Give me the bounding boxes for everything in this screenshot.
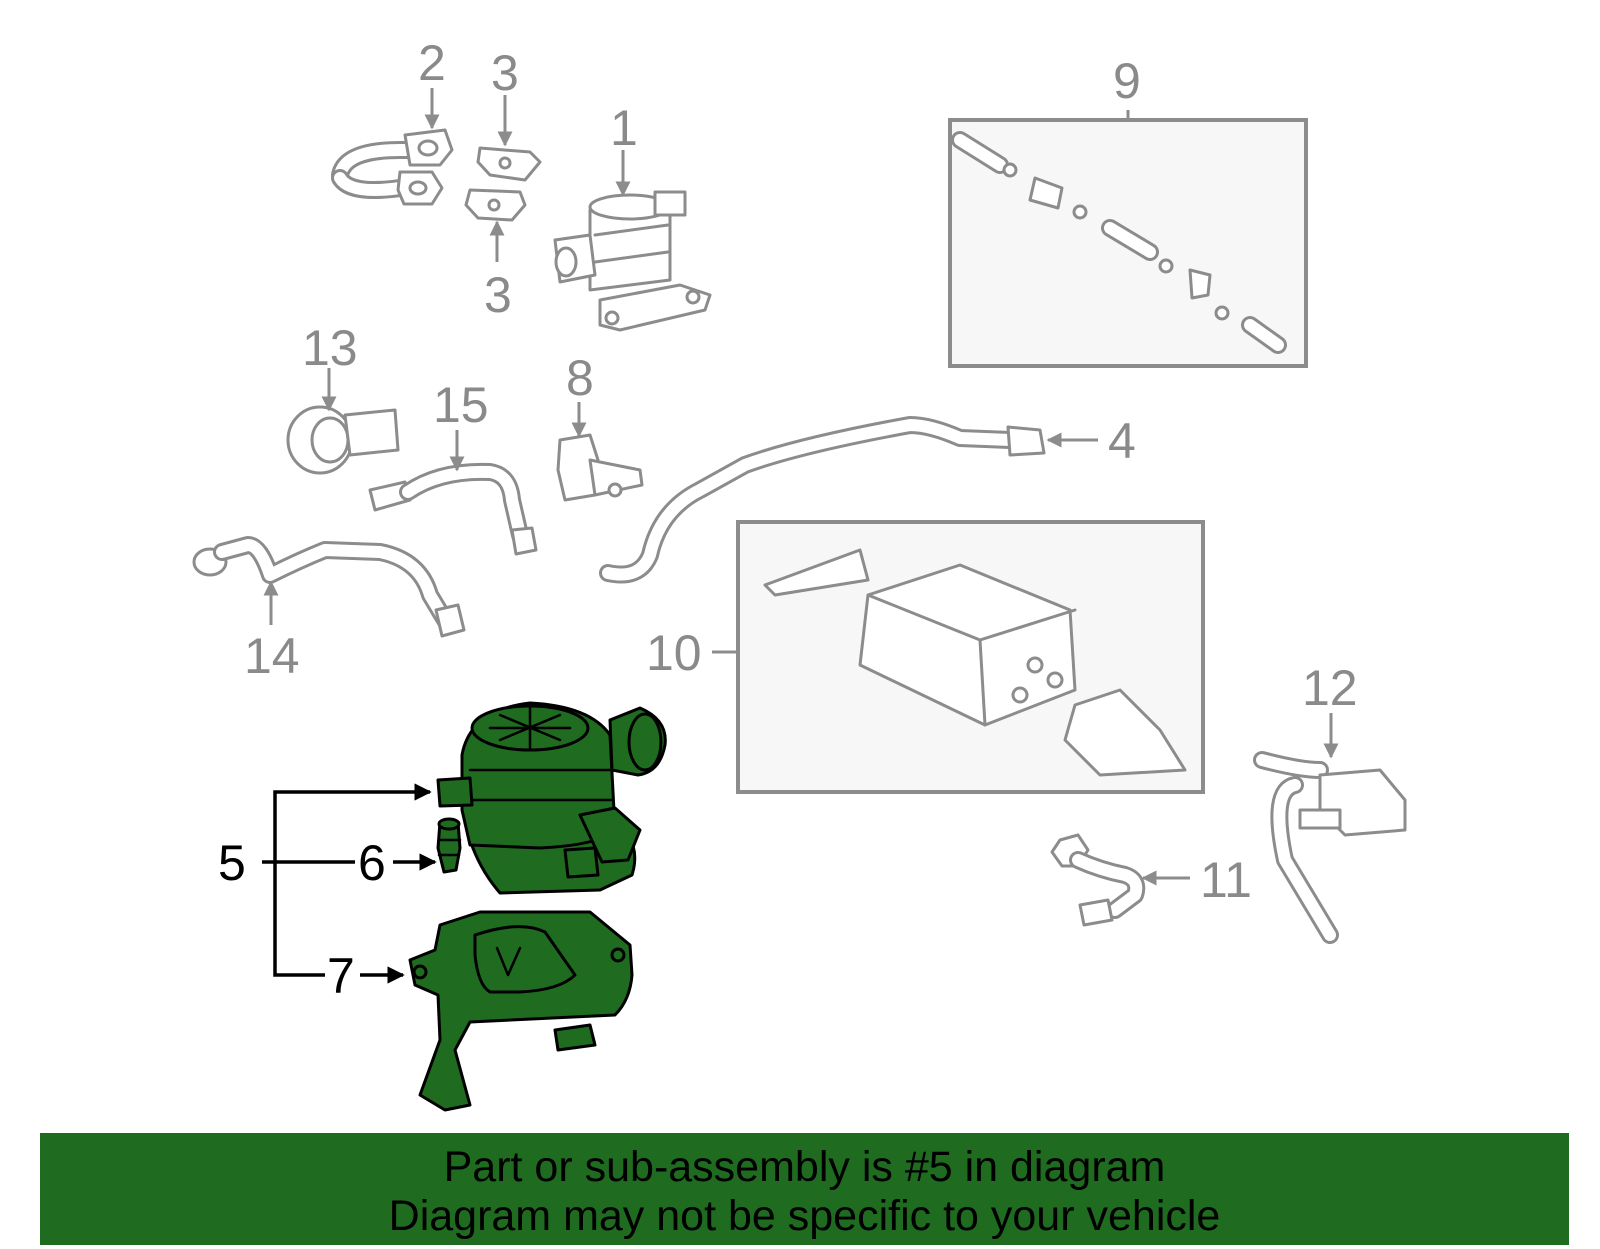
callout-labels: 1 2 3 3 4 5 6 7 8 9 10 11 12 13 14 15 [218,35,1358,1004]
callout-8: 8 [566,350,594,406]
callout-9: 9 [1113,53,1141,109]
part-6-check-valve [436,817,462,874]
callout-3-lower: 3 [484,267,512,323]
callout-1: 1 [610,100,638,156]
callout-6: 6 [358,835,386,891]
leader-lines-highlight [262,783,437,984]
footer-line-1: Part or sub-assembly is #5 in diagram [443,1143,1166,1191]
callout-13: 13 [302,320,358,376]
part-5-air-pump-assembly [436,701,667,895]
part-8-vacuum-switching-valve [556,433,644,502]
callout-7: 7 [327,948,355,1004]
part-3-gasket-upper [476,146,542,182]
callout-15: 15 [433,377,489,433]
callout-3-upper: 3 [491,45,519,101]
part-12-valve-assembly [1253,751,1407,944]
callout-10: 10 [646,625,702,681]
callout-5: 5 [218,835,246,891]
callout-14: 14 [244,628,300,684]
callout-4: 4 [1108,413,1136,469]
part-1-air-switching-valve [553,190,712,332]
part-13-sensor [286,405,400,475]
part-3-gasket-lower [464,188,527,222]
part-10-charcoal-canister [736,520,1205,794]
part-15-oxygen-sensor [368,462,538,556]
part-14-oxygen-sensor [192,536,466,638]
leader-lines [263,88,1339,886]
footer-line-2: Diagram may not be specific to your vehi… [388,1192,1221,1240]
callout-12: 12 [1302,660,1358,716]
callout-2: 2 [418,35,446,91]
part-7-bracket [408,910,634,1112]
part-4-hose [599,416,1046,584]
footer-banner: Part or sub-assembly is #5 in diagram Di… [40,1133,1569,1245]
part-11-pipe [1050,833,1146,927]
callout-11: 11 [1200,852,1252,908]
part-2-air-pipe [331,128,454,206]
part-9-hose-kit [948,118,1308,368]
